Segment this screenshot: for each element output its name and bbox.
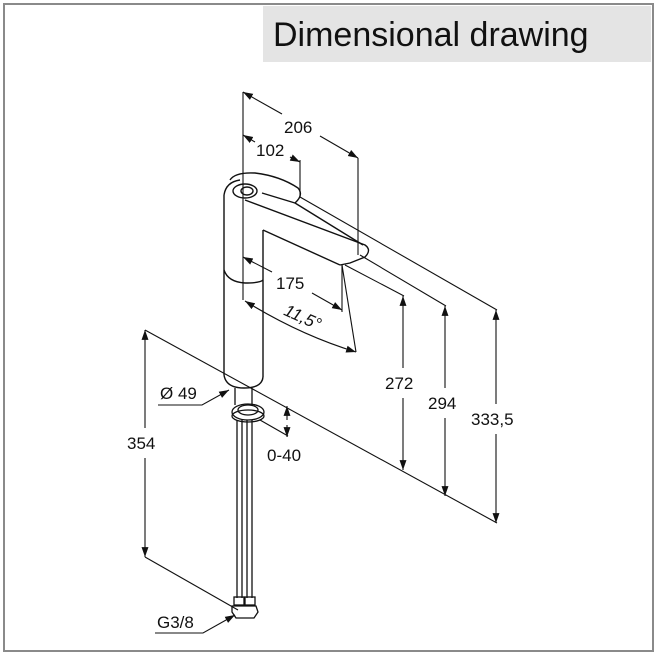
dim-333-5: 333,5 [471, 410, 514, 429]
mounting-hardware [231, 388, 265, 619]
faucet-body [223, 172, 370, 389]
dim-175: 175 [276, 274, 304, 293]
page-title: Dimensional drawing [273, 16, 589, 54]
dim-thread: G3/8 [157, 613, 194, 632]
header: Dimensional drawing [263, 6, 651, 62]
dim-206: 206 [284, 118, 312, 137]
dim-102: 102 [256, 141, 284, 160]
drawing-frame [3, 3, 654, 652]
dim-0-40: 0-40 [267, 446, 301, 465]
dim-354: 354 [127, 434, 155, 453]
dimension-lines [141, 91, 500, 634]
dim-294: 294 [428, 394, 456, 413]
dim-272: 272 [385, 374, 413, 393]
dim-diameter: Ø 49 [160, 384, 197, 403]
dim-angle: 11,5° [281, 301, 324, 334]
